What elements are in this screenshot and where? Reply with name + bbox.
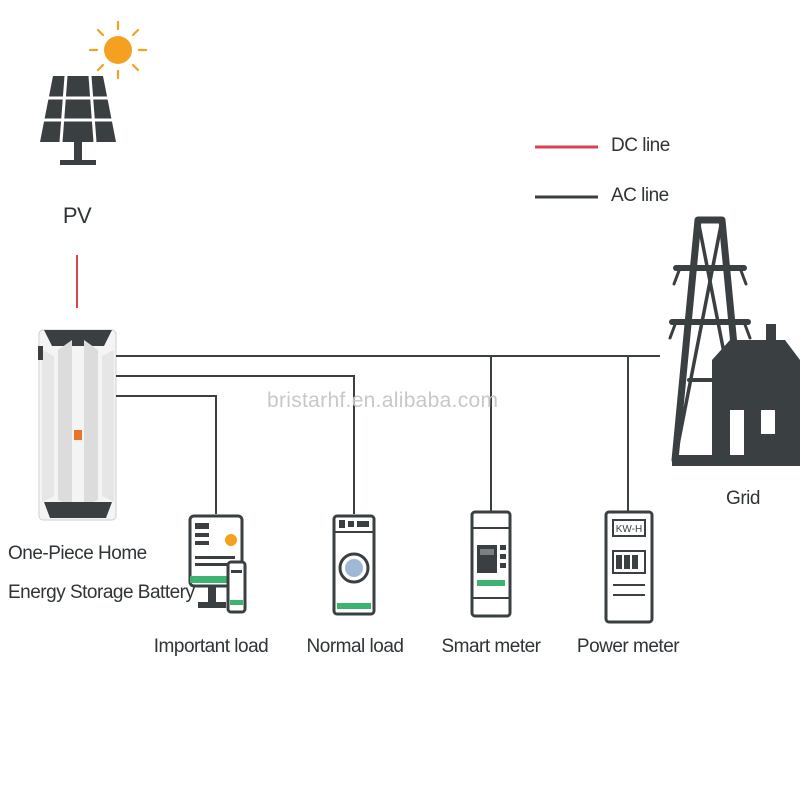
power-meter-icon: KW-H [604, 510, 654, 624]
ac-wiring [116, 355, 660, 514]
meter-face-text: KW-H [616, 524, 642, 535]
home-battery-icon [38, 329, 117, 521]
power-meter-label: Power meter [576, 636, 680, 657]
smart-meter-label: Smart meter [441, 636, 541, 657]
grid-label: Grid [726, 488, 760, 509]
watermark-text: bristarhf.en.alibaba.com [267, 389, 499, 412]
legend-dc-label: DC line [611, 135, 670, 156]
smart-meter-icon [470, 510, 512, 618]
pv-label: PV [62, 203, 92, 228]
house-icon [672, 324, 800, 466]
solar-panel-icon [40, 75, 116, 165]
legend-ac-label: AC line [611, 185, 669, 206]
battery-label-line1: One-Piece Home [8, 543, 147, 564]
normal-load-label: Normal load [306, 636, 404, 657]
battery-label-line2: Energy Storage Battery [8, 582, 195, 603]
washing-machine-icon [332, 514, 376, 616]
important-load-label: Important load [153, 636, 269, 657]
sun-icon [88, 20, 148, 80]
computer-and-phone-icon [188, 514, 247, 614]
